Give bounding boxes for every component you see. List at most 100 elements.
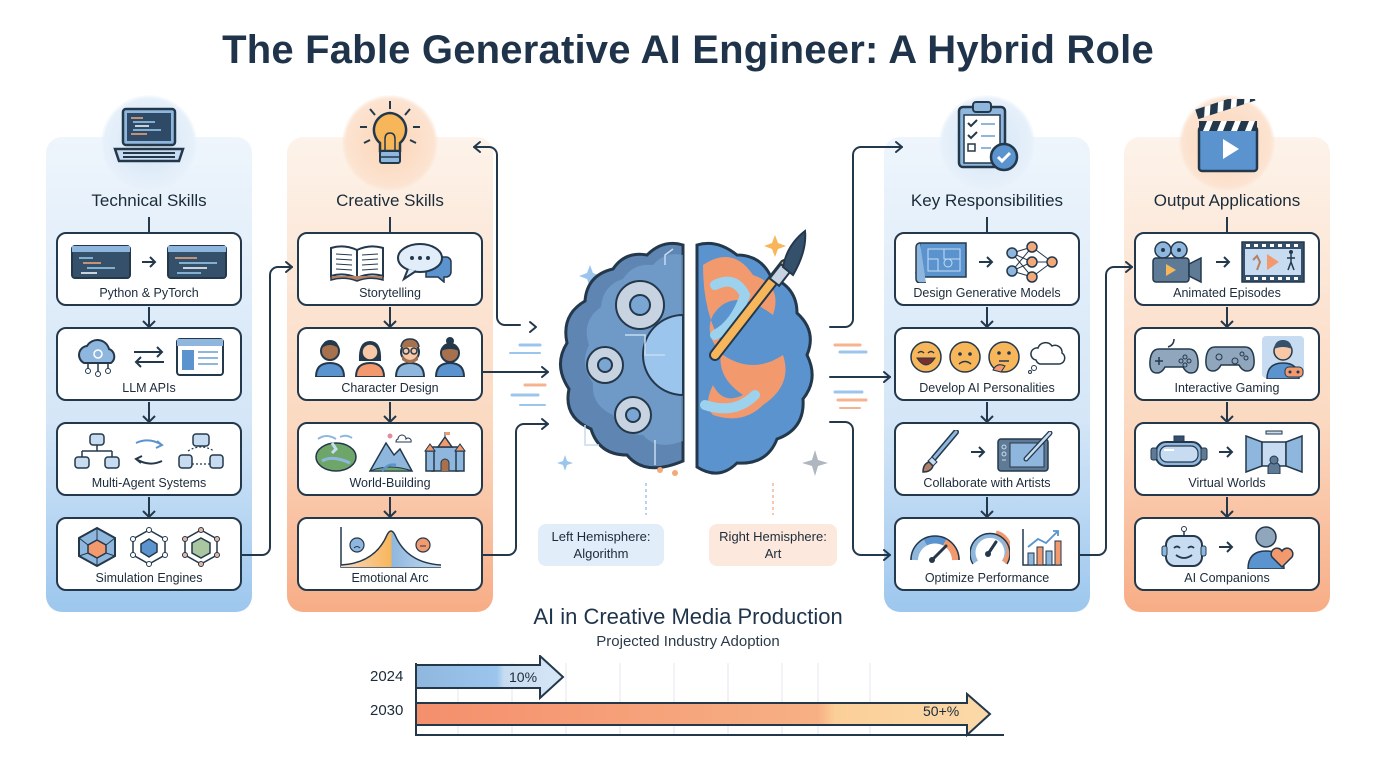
card-label: Python & PyTorch (99, 286, 199, 300)
chart-title: AI in Creative Media Production (533, 604, 843, 629)
card-character-design[interactable]: Character Design (297, 327, 483, 401)
panel-title: Technical Skills (91, 191, 207, 210)
code-editor-icon (167, 245, 227, 279)
card-label: Design Generative Models (913, 286, 1061, 300)
sad-emoji-icon (948, 341, 981, 373)
connector-line (1226, 217, 1228, 233)
neural-network-icon (1006, 241, 1058, 283)
arrow-down-icon (383, 497, 397, 519)
card-label: Optimize Performance (924, 571, 1050, 585)
mountain-icon (368, 433, 414, 472)
arrow-down-icon (980, 402, 994, 424)
arrow-down-icon (1220, 402, 1234, 424)
emotion-curve-chart-icon (340, 527, 442, 568)
robot-group-icon (178, 433, 224, 469)
code-editor-icon (71, 245, 131, 279)
card-simulation-engines[interactable]: Simulation Engines (56, 517, 242, 591)
card-label: Emotional Arc (351, 571, 429, 585)
film-camera-icon (1152, 241, 1202, 284)
gamepad-icon (1205, 346, 1255, 372)
bar-value-2030: 50+% (923, 703, 960, 719)
card-ai-companions[interactable]: AI Companions (1134, 517, 1320, 591)
bidirectional-arrows-icon (134, 346, 164, 368)
card-optimize-performance[interactable]: Optimize Performance (894, 517, 1080, 591)
person-heart-icon (1247, 526, 1294, 569)
robot-face-icon (1161, 526, 1207, 567)
card-label: World-Building (349, 476, 431, 490)
panel-output-applications: Output Applications Animated Episodes In… (1124, 95, 1330, 612)
person-glasses-icon (394, 338, 426, 377)
chart-plot-area (415, 655, 1004, 738)
lightbulb-icon (360, 101, 420, 164)
hero-badge (342, 95, 438, 191)
arrow-down-icon (142, 402, 156, 424)
robot-hierarchy-icon (74, 433, 120, 469)
adoption-bar-chart: 2024 2030 10% 50+% (360, 655, 1020, 755)
panel-title: Output Applications (1153, 191, 1301, 210)
arrow-down-icon (142, 497, 156, 519)
card-llm-apis[interactable]: LLM APIs (56, 327, 242, 401)
arrow-down-icon (1220, 307, 1234, 329)
arrow-right-icon (1216, 256, 1231, 268)
card-world-building[interactable]: World-Building (297, 422, 483, 496)
card-virtual-worlds[interactable]: Virtual Worlds (1134, 422, 1320, 496)
clapperboard-icon (1195, 99, 1259, 173)
arrow-down-icon (142, 307, 156, 329)
blueprint-icon (915, 242, 967, 283)
arrow-right-icon (1219, 446, 1234, 458)
hero-badge (939, 95, 1035, 191)
card-animated-episodes[interactable]: Animated Episodes (1134, 232, 1320, 306)
page-title: The Fable Generative AI Engineer: A Hybr… (222, 28, 1154, 72)
card-multi-agent-systems[interactable]: Multi-Agent Systems (56, 422, 242, 496)
happy-emoji-icon (909, 341, 942, 373)
card-python-pytorch[interactable]: Python & PyTorch (56, 232, 242, 306)
thinking-emoji-icon (987, 341, 1020, 373)
card-label: Multi-Agent Systems (91, 476, 207, 490)
left-hemisphere-subtitle: Algorithm (573, 546, 629, 561)
card-storytelling[interactable]: Storytelling (297, 232, 483, 306)
arrow-down-icon (980, 307, 994, 329)
hero-badge (1179, 95, 1275, 191)
gamepad-icon (1149, 338, 1199, 374)
panel-creative-skills: Creative Skills Storytelling Character D… (287, 95, 493, 612)
cube-mesh-icon (182, 527, 220, 567)
castle-icon (424, 432, 466, 472)
arrow-right-icon (1219, 541, 1234, 553)
landscape-icon (315, 434, 357, 472)
arrow-down-icon (383, 402, 397, 424)
hero-badge (101, 95, 197, 191)
card-label: Collaborate with Artists (923, 476, 1051, 490)
laptop-code-icon (113, 107, 185, 163)
film-strip-icon (1241, 241, 1305, 283)
arrow-down-icon (1220, 497, 1234, 519)
card-emotional-arc[interactable]: Emotional Arc (297, 517, 483, 591)
arrow-down-icon (980, 497, 994, 519)
right-hemisphere-subtitle: Art (764, 546, 782, 561)
arrow-down-icon (383, 307, 397, 329)
y-tick-2030: 2030 (370, 702, 404, 719)
card-interactive-gaming[interactable]: Interactive Gaming (1134, 327, 1320, 401)
gauge-icon (910, 535, 960, 563)
paintbrush-icon (922, 430, 959, 473)
panel-title: Creative Skills (336, 191, 444, 210)
card-label: Virtual Worlds (1188, 476, 1266, 490)
connector-line (148, 217, 150, 233)
right-hemisphere-label: Right Hemisphere: Art (709, 524, 837, 566)
drawing-tablet-icon (997, 431, 1053, 472)
panel-key-responsibilities: Key Responsibilities Design Generative M… (884, 95, 1090, 612)
y-tick-2024: 2024 (370, 668, 404, 685)
panel-technical-skills: Technical Skills Python & PyTorch LLM AP… (46, 95, 252, 612)
exchange-arrows-icon (134, 439, 164, 465)
arrow-right-icon (971, 446, 986, 458)
card-label: Animated Episodes (1173, 286, 1281, 300)
chart-subtitle: Projected Industry Adoption (596, 633, 780, 650)
card-design-generative-models[interactable]: Design Generative Models (894, 232, 1080, 306)
left-hemisphere-label: Left Hemisphere: Algorithm (538, 524, 664, 566)
card-develop-ai-personalities[interactable]: Develop AI Personalities (894, 327, 1080, 401)
card-collaborate-with-artists[interactable]: Collaborate with Artists (894, 422, 1080, 496)
arrow-right-icon (142, 256, 157, 268)
connector-line (986, 217, 988, 233)
connector-line (389, 217, 391, 233)
cloud-network-icon (78, 339, 116, 377)
thought-bubble-icon (1027, 342, 1065, 374)
